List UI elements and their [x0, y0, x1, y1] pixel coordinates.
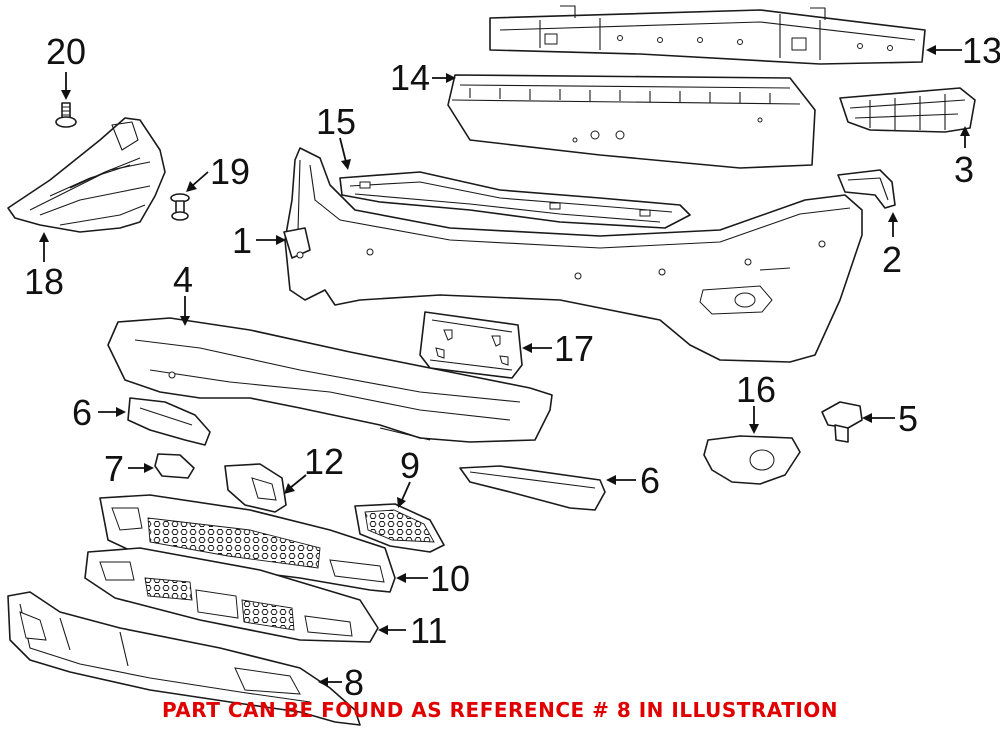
part-11-skid-grille: [84, 547, 379, 643]
callout-6-right: 6: [640, 460, 660, 501]
part-15-upper-support: [339, 171, 691, 229]
part-12-fog-cover: [224, 463, 287, 513]
callout-2: 2: [882, 239, 902, 280]
callout-6-left: 6: [72, 392, 92, 433]
callout-10: 10: [430, 558, 470, 599]
callout-12: 12: [304, 441, 344, 482]
part-4-lower-valance: [107, 317, 553, 443]
callout-13: 13: [962, 30, 1000, 71]
callout-8: 8: [344, 662, 364, 703]
part-14-energy-absorber: [447, 74, 816, 169]
callout-3: 3: [954, 149, 974, 190]
part-20-screw: [55, 102, 77, 128]
reference-note: PART CAN BE FOUND AS REFERENCE # 8 IN IL…: [161, 698, 839, 722]
part-19-bolt: [170, 193, 190, 221]
part-2-bracket: [837, 169, 896, 209]
callout-1: 1: [232, 220, 252, 261]
leader-lines: [39, 45, 970, 687]
callout-16: 16: [736, 369, 776, 410]
part-13-reinforcement-bar: [489, 5, 926, 65]
part-5-clip: [821, 401, 863, 443]
callout-19: 19: [210, 151, 250, 192]
callout-15: 15: [316, 101, 356, 142]
callout-17: 17: [554, 328, 594, 369]
callout-14: 14: [390, 57, 430, 98]
part-6-right-trim: [459, 465, 606, 511]
callout-9: 9: [400, 445, 420, 486]
part-18-splash-shield: [7, 117, 166, 233]
callout-4: 4: [173, 259, 193, 300]
callout-5: 5: [898, 398, 918, 439]
part-8-skid-plate: [7, 591, 361, 726]
callout-numbers: 13 14 3 15 2 1 4 17 16 5 6 6 7 12 9 10 1…: [24, 30, 1000, 703]
part-9-grille-insert: [354, 503, 445, 553]
part-16-fog-bezel: [703, 435, 801, 485]
part-3-side-bracket: [839, 87, 976, 133]
callout-11: 11: [410, 610, 447, 651]
callout-20: 20: [46, 31, 86, 72]
callout-18: 18: [24, 261, 64, 302]
callout-7: 7: [104, 448, 124, 489]
part-10-lower-grille: [99, 494, 396, 593]
part-6-left-trim: [127, 397, 211, 446]
part-1-bumper-cover: [283, 147, 863, 363]
part-7-cap: [154, 453, 195, 479]
part-17-license-bracket: [419, 311, 523, 379]
